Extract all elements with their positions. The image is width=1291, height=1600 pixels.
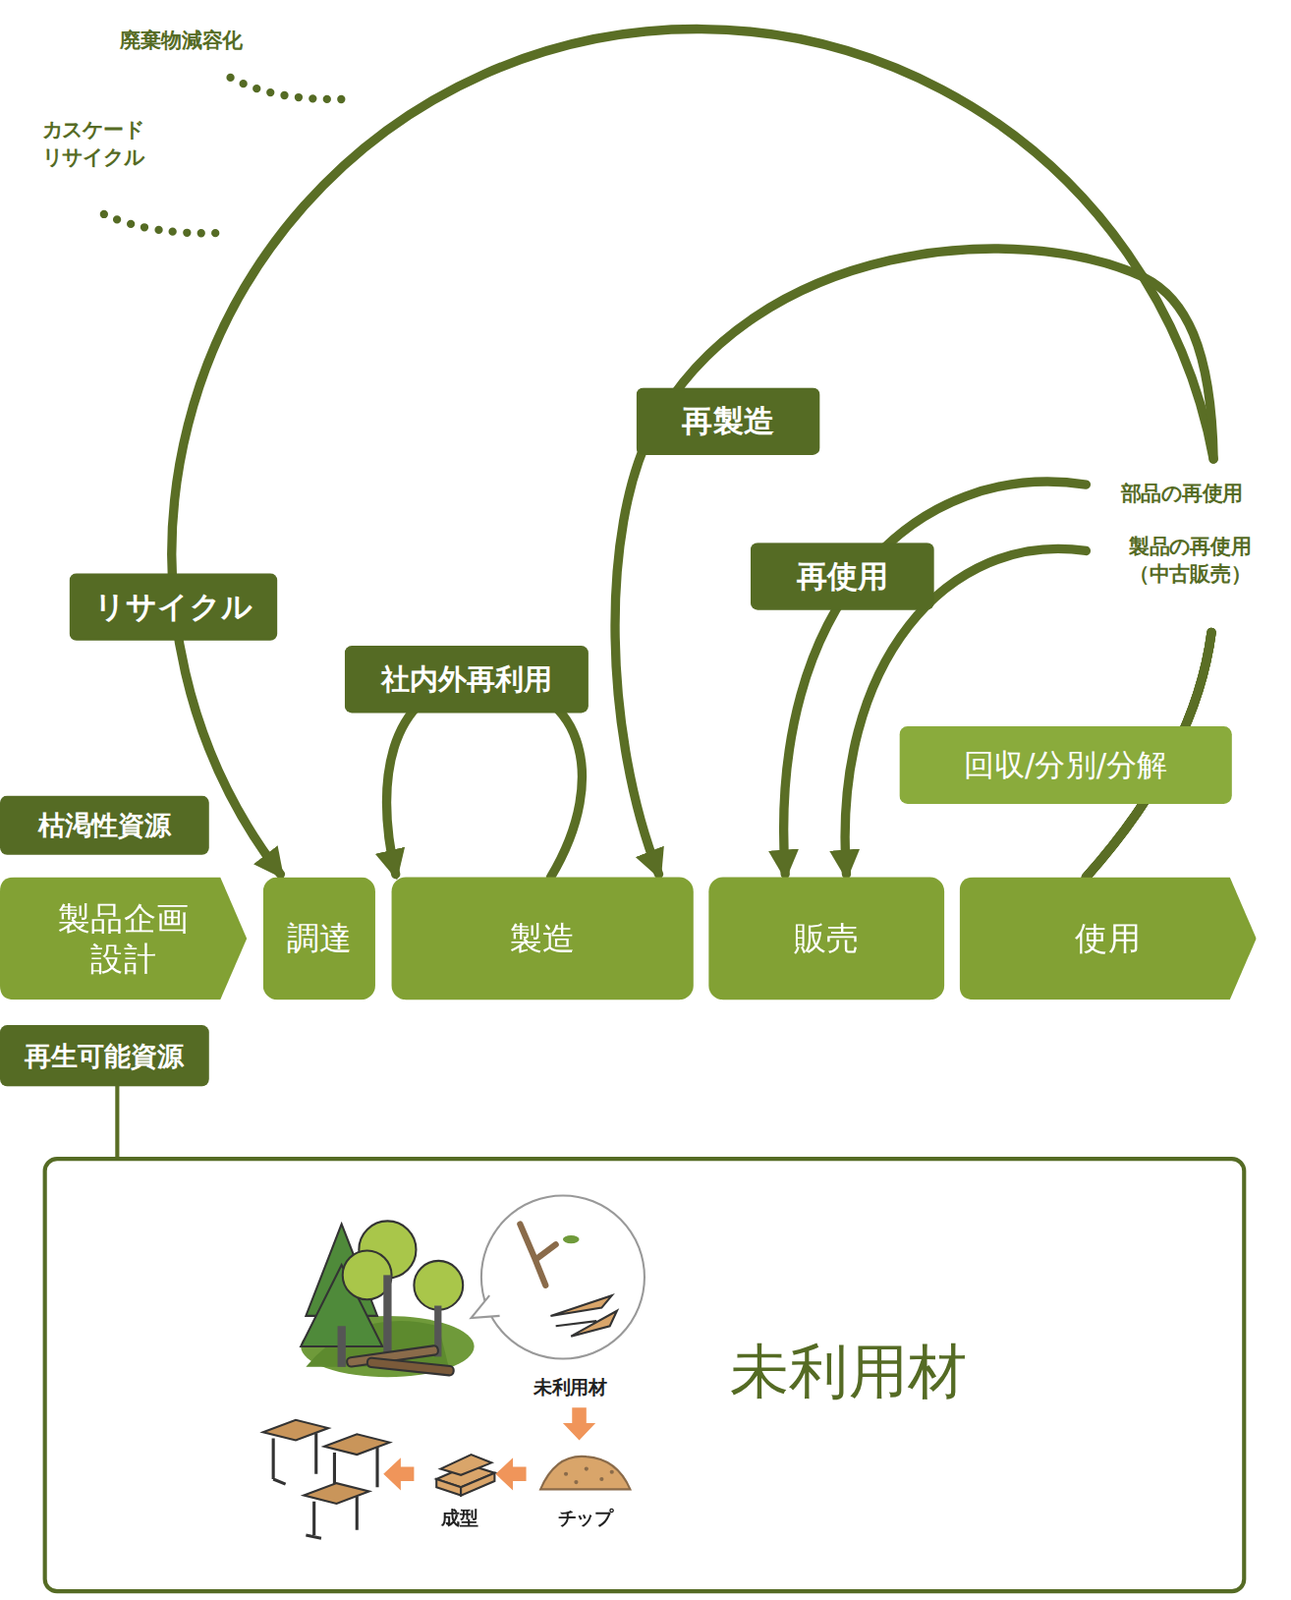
process-box: 販売 [708,877,945,1001]
chip-pile [540,1456,630,1489]
process-arrow: 使用 [959,877,1257,1001]
resource-panel: 未利用材 [43,1156,1247,1593]
process-arrow: 製品企画 設計 [0,877,247,1001]
edge-label: リサイクル [69,572,279,641]
arrow-shape [0,877,247,1001]
dotted-leader [104,214,229,233]
illustration-label: 成型 [438,1505,482,1530]
illustration-label: 未利用材 [530,1374,611,1400]
edge-label: 再製造 [636,387,821,455]
note-label: カスケード リサイクル [38,115,159,171]
process-tag: 回収/分別/分解 [898,726,1232,804]
node-text: 製造 [509,917,575,959]
resource-tag: 枯渇性資源 [0,795,210,855]
node-text: 調達 [286,917,352,959]
dotted-leader [230,77,353,100]
node-text: 製品企画 設計 [48,897,199,979]
resource-tag: 再生可能資源 [0,1024,210,1086]
note-label: 廃棄物減容化 [116,26,246,55]
board-stack [436,1454,495,1496]
node-text: 未利用材 [729,1334,967,1408]
edge-label: 社内外再利用 [344,645,589,714]
node-text: 使用 [1074,917,1140,959]
desk-illustration [263,1419,391,1538]
node-text: 販売 [793,917,859,959]
node-text: 枯渇性資源 [38,808,171,842]
illustration-label: チップ [555,1505,617,1530]
cycle-connector [114,1085,119,1157]
forest-illustration [300,1194,645,1377]
note-label: 製品の再使用 （中古販売） [1120,532,1261,588]
process-box: 調達 [263,877,376,1001]
process-box: 製造 [392,877,694,1001]
edge-label: 再使用 [750,542,935,611]
node-text: 再生可能資源 [24,1038,184,1072]
note-label: 部品の再使用 [1118,479,1247,507]
